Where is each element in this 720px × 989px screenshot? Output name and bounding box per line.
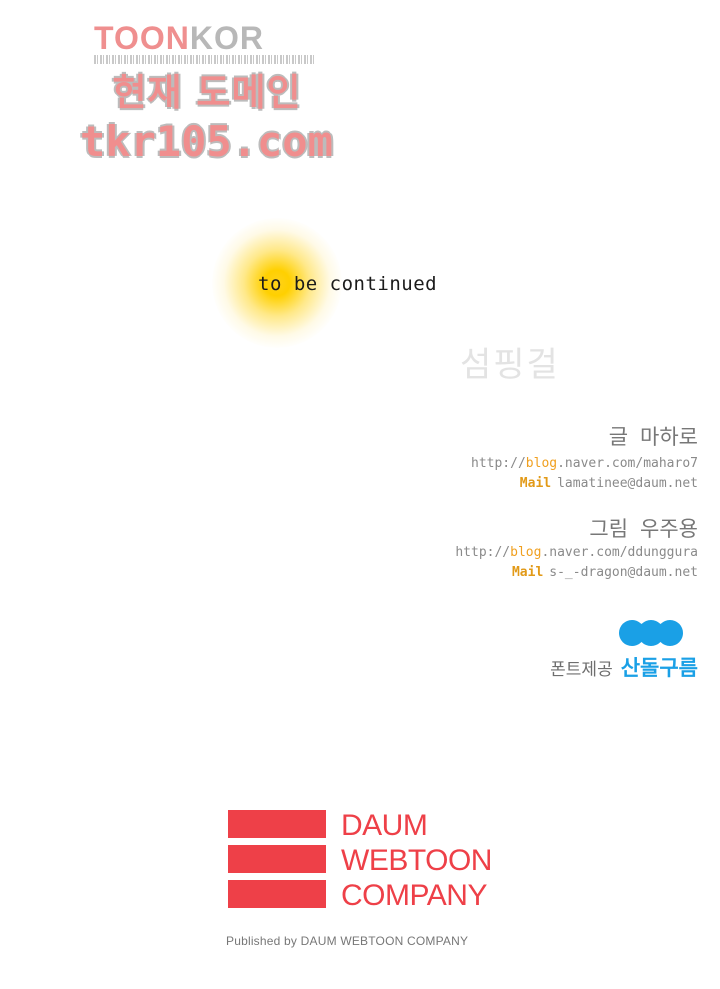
logo-bar	[228, 845, 326, 873]
writer-blog-prefix: http://	[471, 456, 526, 471]
barcode-icon	[94, 55, 316, 64]
artist-blog-prefix: http://	[455, 545, 511, 560]
work-title: 섬핑걸	[460, 345, 560, 385]
logo-bar	[228, 880, 326, 908]
writer-mail[interactable]: Mail lamatinee@daum.net	[520, 474, 698, 494]
writer-credit: 글 마하로	[609, 424, 698, 450]
published-by-text: Published by DAUM WEBTOON COMPANY	[226, 934, 469, 948]
font-credit: 폰트제공 산돌구름	[550, 652, 698, 684]
writer-blog-link[interactable]: http://blog.naver.com/maharo7	[471, 454, 698, 474]
watermark-domain-url: tkr105.com	[80, 117, 333, 166]
font-credit-label: 폰트제공	[550, 660, 613, 680]
artist-blog-link[interactable]: http://blog.naver.com/ddunggura	[455, 543, 698, 563]
font-credit-name: 산돌구름	[620, 656, 698, 680]
artist-mail-address: s-_-dragon@daum.net	[549, 565, 698, 580]
writer-mail-address: lamatinee@daum.net	[557, 476, 698, 491]
writer-blog-highlight: blog	[525, 456, 558, 471]
watermark-brand-main: TOON	[94, 20, 190, 56]
logo-line: WEBTOON	[341, 844, 492, 877]
watermark-domain-label: 현재 도메인	[112, 71, 302, 114]
logo-line: DAUM	[341, 809, 428, 842]
writer-name: 마하로	[640, 425, 698, 449]
watermark-brand-tail: KOR	[189, 20, 264, 56]
sun-glow-icon	[212, 218, 342, 348]
artist-blog-suffix: .naver.com/ddunggura	[541, 545, 698, 560]
logo-line: COMPANY	[341, 879, 487, 912]
publisher-logo-text: DAUM WEBTOON COMPANY	[341, 808, 501, 913]
artist-blog-highlight: blog	[510, 545, 542, 560]
writer-role: 글	[608, 425, 629, 449]
watermark-brand: TOONKOR	[94, 20, 316, 56]
artist-name: 우주용	[640, 517, 698, 541]
artist-mail[interactable]: Mail s-_-dragon@daum.net	[512, 563, 698, 583]
artist-role: 그림	[589, 517, 629, 541]
writer-mail-label: Mail	[519, 476, 552, 491]
writer-blog-suffix: .naver.com/maharo7	[557, 456, 698, 471]
to-be-continued-text: to be continued	[258, 273, 438, 295]
artist-mail-label: Mail	[511, 565, 544, 580]
cloud-icon	[619, 620, 683, 646]
logo-bar	[228, 810, 326, 838]
artist-credit: 그림 우주용	[589, 516, 698, 542]
